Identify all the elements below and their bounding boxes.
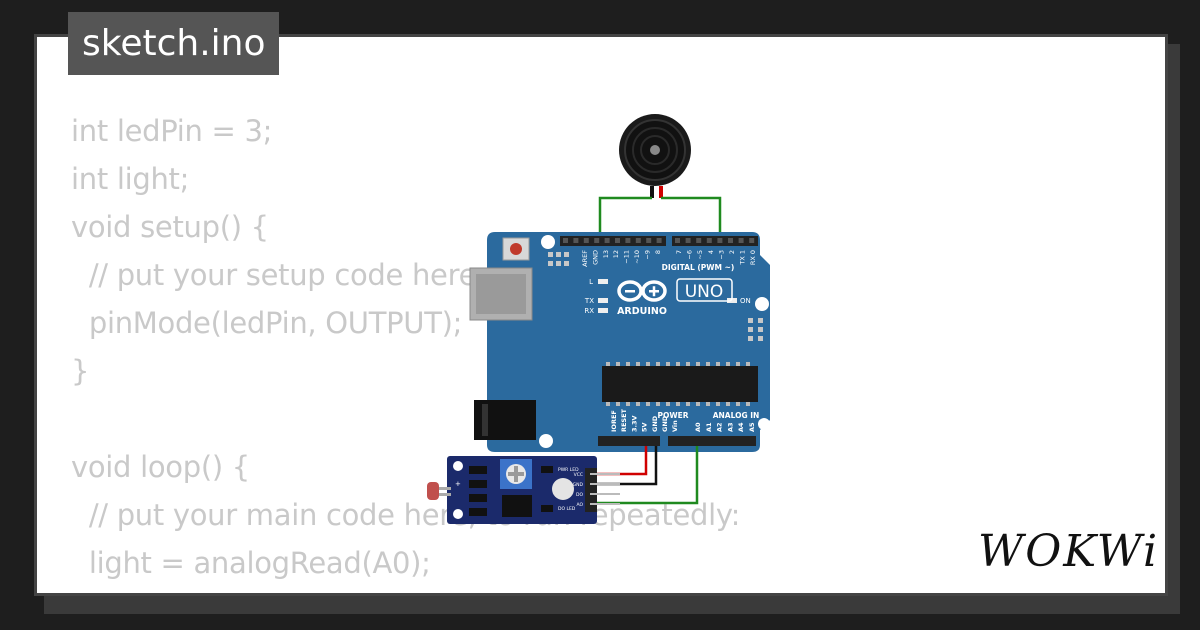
top-pin-label: RX 0 [749,250,757,265]
label-on: ON [740,297,751,305]
bottom-pin-label: IOREF [610,410,618,432]
bottom-pin-label: A2 [716,422,724,432]
label-l: L [589,278,593,286]
top-pin-label: 7 [675,250,683,254]
code-line: int ledPin = 3; [71,114,273,148]
top-pin-label: 2 [728,250,736,254]
light-sensor-module[interactable]: + − PWR LED DO LED VCC GND DO AO [427,456,620,524]
buzzer-wires [598,196,722,242]
sensor-pin-label: GND [573,482,584,488]
bottom-pin-label: A4 [737,422,745,432]
bottom-pin-label: GND [651,415,659,432]
label-tx: TX [584,297,594,305]
sensor-pin-label: DO [576,492,583,498]
pwr-led-label: PWR LED [558,467,579,473]
do-led-label: DO LED [558,506,576,512]
code-line: pinMode(ledPin, OUTPUT); [71,306,463,340]
bottom-pin-label: Vin [671,420,679,432]
code-line: } [71,354,90,388]
top-pin-label: 13 [602,250,610,258]
code-line: light = map(light, 0, 1023, 0, 255); [71,587,740,593]
power-label: POWER [657,411,688,420]
arduino-uno-board[interactable]: UNO ARDUINO DIGITAL (PWM ~) POWER ANALOG… [469,232,770,452]
top-pin-label: ~6 [686,250,694,260]
wokwi-logo: WOKWi [978,526,1160,577]
bottom-pin-label: GND [661,415,669,432]
tab-sketch-ino[interactable]: sketch.ino [68,12,280,75]
top-pin-label: 8 [654,250,662,254]
analog-label: ANALOG IN [713,411,760,420]
code-line: void setup() { [71,210,269,244]
bottom-pin-label: RESET [620,408,628,432]
code-line: // put your main code here, to run repea… [71,498,741,532]
bottom-pin-label: 3.3V [630,415,638,432]
bottom-pin-label: A1 [705,422,713,432]
board-name: UNO [685,282,724,302]
code-line: int light; [71,162,190,196]
code-line: light = analogRead(A0); [71,546,431,580]
code-line: void loop() { [71,450,250,484]
top-pin-label: ~11 [623,250,631,264]
label-rx: RX [584,307,594,315]
arduino-logo-icon [617,280,667,302]
svg-text:+: + [455,480,461,488]
top-pin-label: ~5 [696,250,704,260]
top-pin-label: 4 [707,250,715,254]
sensor-pin-label: AO [576,502,583,508]
svg-text:−: − [455,506,461,514]
bottom-pin-label: 5V [641,422,649,432]
bottom-pin-label: A5 [748,422,756,432]
top-pin-label: ~3 [717,250,725,260]
top-pin-label: ~10 [633,250,641,264]
top-pin-label: ~9 [643,250,651,260]
digital-label: DIGITAL (PWM ~) [662,263,735,272]
bottom-pin-label: A3 [726,422,734,432]
top-pin-label: TX 1 [739,250,747,266]
bottom-pin-label: A0 [694,422,702,432]
top-pin-label: 12 [612,250,620,258]
buzzer[interactable] [619,114,691,198]
sensor-pin-label: VCC [574,472,583,478]
top-pin-label: AREF [581,250,589,267]
board-brand: ARDUINO [617,306,667,317]
top-pin-label: GND [591,250,599,265]
